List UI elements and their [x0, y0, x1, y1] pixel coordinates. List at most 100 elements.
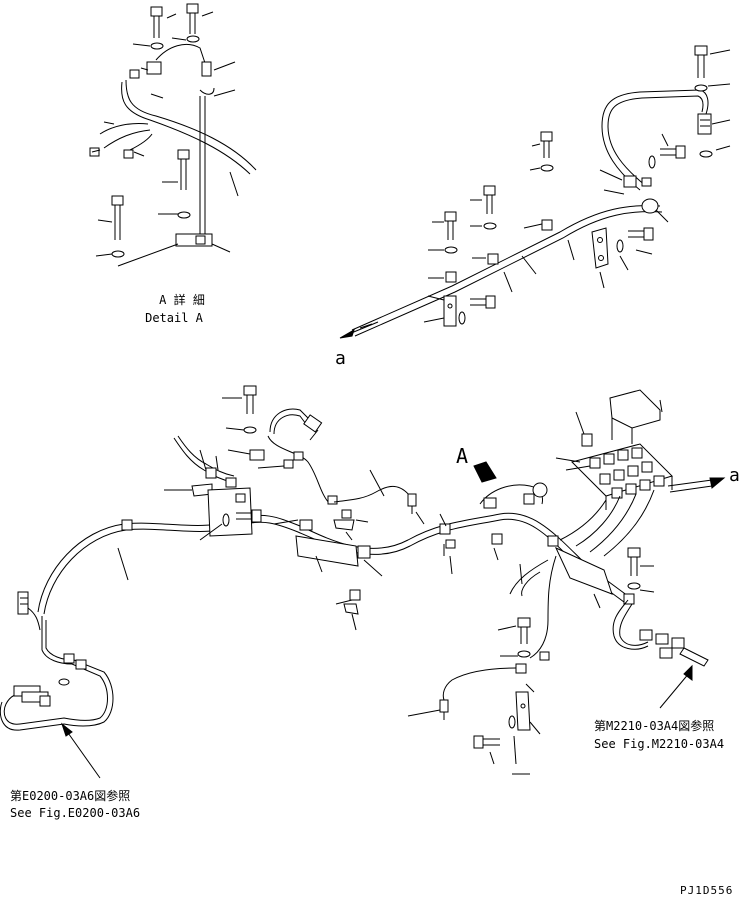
- washer: [186, 35, 200, 43]
- bracket-top: [609, 389, 661, 429]
- washer: [517, 650, 531, 658]
- washer: [616, 239, 624, 253]
- washer: [177, 211, 191, 219]
- washer: [694, 84, 708, 92]
- clamp: [445, 271, 457, 283]
- connector: [63, 653, 75, 664]
- reference-left-jp: 第E0200-03A6図参照: [10, 788, 130, 803]
- clamp: [491, 533, 503, 545]
- washer: [458, 311, 466, 325]
- clamp: [487, 253, 499, 265]
- washer: [444, 246, 458, 254]
- bracket: [175, 233, 213, 247]
- washer: [508, 715, 516, 729]
- a-arrow-left: [339, 328, 355, 339]
- bolt: [243, 385, 257, 414]
- bolt: [628, 227, 654, 241]
- bracket: [515, 691, 531, 731]
- clamp: [121, 519, 133, 531]
- clamp: [581, 433, 593, 447]
- washer: [150, 42, 164, 50]
- bolt: [627, 547, 641, 576]
- cover-plate: [295, 535, 359, 567]
- a-arrow-right: [709, 477, 726, 489]
- reference-arrow-right: [683, 664, 693, 681]
- connector: [283, 459, 294, 469]
- marker-a-left: a: [335, 348, 346, 369]
- washer: [540, 164, 554, 172]
- reference-left-en: See Fig.E0200-03A6: [10, 806, 140, 820]
- bolt: [660, 145, 686, 159]
- connector: [225, 477, 237, 488]
- clamp: [439, 523, 451, 535]
- sensor: [439, 699, 449, 713]
- connector: [205, 467, 217, 479]
- connector: [327, 495, 338, 505]
- connector: [483, 497, 497, 509]
- cover-plate: [554, 546, 613, 595]
- washer: [483, 222, 497, 230]
- detail-a-label-en: Detail A: [145, 311, 204, 325]
- bolt: [470, 295, 496, 309]
- detail-a-bolt: [177, 149, 190, 190]
- detail-a-bolt: [186, 3, 199, 34]
- sensor: [697, 113, 712, 135]
- bolt: [444, 211, 457, 240]
- sensor: [407, 493, 417, 507]
- detail-a-drawing: [89, 3, 257, 267]
- clamp: [623, 593, 635, 605]
- detail-a-bolt: [150, 6, 163, 38]
- clamp: [541, 219, 553, 231]
- connector: [293, 451, 304, 461]
- valve-sensors: [589, 447, 665, 499]
- clamp: [146, 61, 162, 75]
- washer: [648, 155, 656, 169]
- clamp: [299, 519, 313, 531]
- connector: [539, 651, 550, 661]
- connector: [639, 629, 653, 641]
- figure-code: PJ1D556: [680, 884, 733, 897]
- bolt: [694, 45, 708, 78]
- washer: [627, 582, 641, 590]
- reference-arrow-left: [60, 722, 73, 737]
- A-arrow: [473, 461, 497, 483]
- detail-a-bolt: [111, 195, 124, 240]
- bracket: [443, 295, 457, 327]
- connector: [341, 509, 352, 519]
- washer: [243, 426, 257, 434]
- grommet: [532, 482, 548, 498]
- connector: [129, 69, 140, 79]
- main-harness: [0, 385, 726, 779]
- connector: [671, 637, 685, 649]
- clamp: [623, 175, 637, 188]
- connector: [123, 149, 134, 159]
- clamp: [357, 545, 371, 559]
- connector: [655, 633, 669, 645]
- clamp: [349, 589, 361, 601]
- sensor: [303, 414, 323, 433]
- grommet: [641, 198, 659, 214]
- connector: [89, 147, 100, 157]
- washer: [111, 250, 125, 258]
- washer: [222, 513, 230, 527]
- sensor: [201, 61, 212, 77]
- reference-right-jp: 第M2210-03A4図参照: [594, 718, 714, 733]
- bolt: [236, 509, 262, 523]
- connector: [523, 493, 535, 505]
- reference-right-en: See Fig.M2210-03A4: [594, 737, 724, 751]
- detail-a-label-jp: A 詳 細: [159, 292, 205, 307]
- bolt: [483, 185, 496, 214]
- bolt: [517, 617, 531, 644]
- bracket: [591, 227, 609, 269]
- bolt: [540, 131, 553, 158]
- upper-right-harness: [339, 45, 731, 339]
- clamp: [515, 663, 527, 674]
- bolt: [473, 735, 500, 749]
- clamp: [547, 535, 559, 547]
- marker-A: A: [456, 444, 468, 468]
- sensor: [17, 591, 29, 615]
- washer: [699, 150, 713, 158]
- connector: [75, 659, 87, 670]
- clamp: [249, 449, 265, 461]
